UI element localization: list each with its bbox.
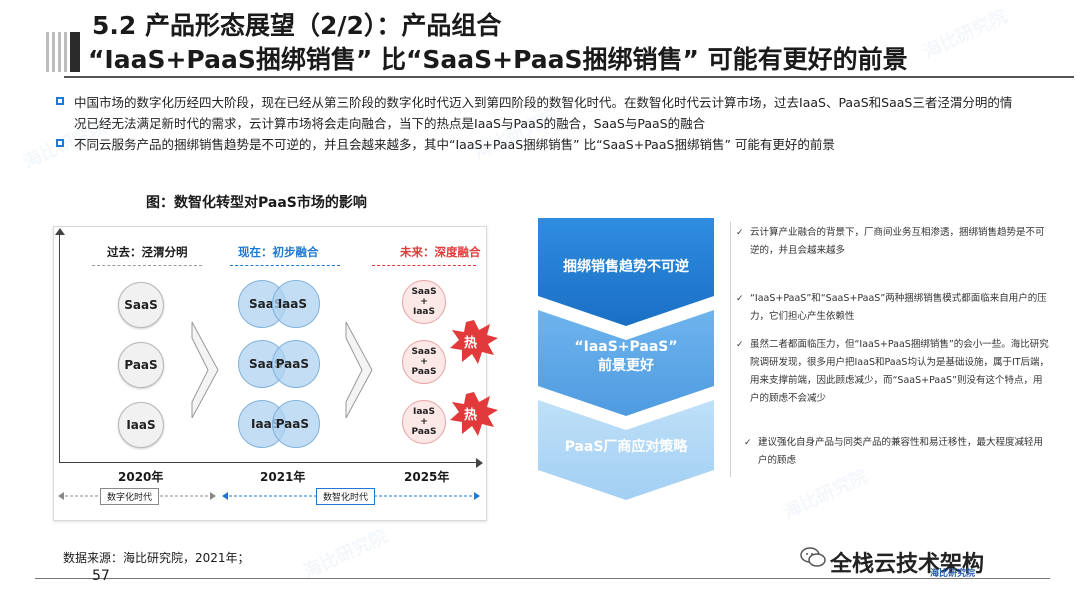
note-item: ✓ 建议强化自身产品与同类产品的兼容性和易迁移性，最大程度减轻用户的顾虑 (744, 434, 1048, 470)
check-icon: ✓ (736, 340, 744, 350)
check-icon: ✓ (736, 294, 744, 304)
bullet-list: 中国市场的数字化历经四大阶段，现在已经从第三阶段的数字化时代迈入到第四阶段的数智… (56, 92, 1016, 155)
column-header-future: 未来：深度融合 (400, 245, 481, 259)
stack-label-line: 前景更好 (598, 358, 654, 374)
column-header-past: 过去：泾渭分明 (107, 245, 188, 259)
watermark: 海比研究院 (300, 525, 391, 583)
figure-caption: 图：数智化转型对PaaS市场的影响 (146, 195, 367, 211)
bullet-square-icon (56, 139, 64, 147)
wechat-icon (800, 547, 826, 567)
axis-horizontal (59, 462, 477, 463)
stack-label-trend: 捆绑销售趋势不可逆 (563, 259, 689, 275)
label: SaaS (411, 287, 437, 297)
page-subtitle: “IaaS+PaaS捆绑销售” 比“SaaS+PaaS捆绑销售” 可能有更好的前… (88, 45, 908, 74)
paas-circle: PaaS (272, 400, 320, 448)
brand-badge: 海比研究院 (930, 569, 976, 579)
iaas-circle: IaaS (272, 280, 320, 328)
paas-circle: PaaS (272, 340, 320, 388)
hot-label: 热 (464, 336, 478, 351)
note-text: 建议强化自身产品与同类产品的兼容性和易迁移性，最大程度减轻用户的顾虑 (758, 437, 1044, 466)
divider (372, 265, 476, 266)
watermark: 海比研究院 (780, 465, 871, 523)
label: PaaS (411, 367, 437, 377)
chevron-right-icon (191, 321, 219, 419)
strategy-arrow-stack (538, 218, 714, 500)
bullet-text: 中国市场的数字化历经四大阶段，现在已经从第三阶段的数字化时代迈入到第四阶段的数智… (74, 95, 1013, 131)
label: IaaS (413, 307, 435, 317)
note-item: ✓ 云计算产业融合的背景下，厂商间业务互相渗透，捆绑销售趋势是不可逆的，并且会越… (736, 224, 1050, 260)
iaas-paas-merged-circle: IaaS + PaaS (402, 400, 446, 444)
bullet-item: 不同云服务产品的捆绑销售趋势是不可逆的，并且会越来越多，其中“IaaS+PaaS… (56, 134, 1016, 155)
watermark: 海比研究院 (920, 5, 1011, 63)
year-label: 2021年 (260, 470, 306, 484)
check-icon: ✓ (736, 228, 744, 238)
check-icon: ✓ (744, 438, 752, 448)
divider (92, 265, 202, 266)
year-label: 2020年 (118, 470, 164, 484)
iaas-circle: IaaS (118, 402, 164, 448)
plus-sign: + (420, 357, 428, 367)
label: IaaS (413, 407, 435, 417)
saas-iaas-merged-circle: SaaS + IaaS (402, 280, 446, 324)
stack-label-outlook: “IaaS+PaaS” 前景更好 (538, 338, 714, 376)
data-source: 数据来源：海比研究院，2021年； (63, 551, 250, 565)
chevron-right-icon (345, 321, 373, 419)
column-header-now: 现在：初步融合 (238, 245, 319, 259)
stack-label-line: “IaaS+PaaS” (574, 339, 678, 355)
axis-vertical (59, 232, 60, 462)
brand-name: 全栈云技术架构 (830, 552, 985, 577)
stack-label-strategy: PaaS厂商应对策略 (564, 439, 688, 455)
note-text: 虽然二者都面临压力，但“IaaS+PaaS捆绑销售”的会小一些。海比研究院调研发… (750, 339, 1050, 404)
note-item: ✓ 虽然二者都面临压力，但“IaaS+PaaS捆绑销售”的会小一些。海比研究院调… (736, 336, 1050, 408)
arrow-right-icon (476, 458, 483, 468)
bullet-text: 不同云服务产品的捆绑销售趋势是不可逆的，并且会越来越多，其中“IaaS+PaaS… (74, 137, 835, 152)
header-decoration (46, 32, 80, 72)
label: SaaS (411, 347, 437, 357)
note-item: ✓ “IaaS+PaaS”和“SaaS+PaaS”两种捆绑销售模式都面临来自用户… (736, 290, 1050, 326)
hot-label: 热 (464, 408, 478, 423)
saas-circle: SaaS (118, 282, 164, 328)
year-label: 2025年 (404, 470, 450, 484)
hot-burst-icon (450, 392, 498, 436)
label: PaaS (411, 427, 437, 437)
page-number: 57 (92, 568, 110, 584)
bullet-item: 中国市场的数字化历经四大阶段，现在已经从第三阶段的数字化时代迈入到第四阶段的数智… (56, 92, 1016, 134)
plus-sign: + (420, 417, 428, 427)
bullet-square-icon (56, 97, 64, 105)
paas-circle: PaaS (118, 342, 164, 388)
divider (730, 222, 731, 477)
header-rule (64, 76, 1074, 78)
note-text: 云计算产业融合的背景下，厂商间业务互相渗透，捆绑销售趋势是不可逆的，并且会越来越… (750, 227, 1045, 256)
era-label-intelligent: 数智化时代 (316, 488, 376, 505)
era-label-digital: 数字化时代 (100, 488, 160, 505)
page-title: 5.2 产品形态展望（2/2）：产品组合 (92, 11, 502, 40)
plus-sign: + (420, 297, 428, 307)
saas-paas-merged-circle: SaaS + PaaS (402, 340, 446, 384)
note-text: “IaaS+PaaS”和“SaaS+PaaS”两种捆绑销售模式都面临来自用户的压… (750, 293, 1047, 322)
divider (230, 265, 340, 266)
hot-burst-icon (450, 320, 498, 364)
arrow-up-icon (55, 228, 65, 235)
footer-rule (35, 578, 1050, 579)
